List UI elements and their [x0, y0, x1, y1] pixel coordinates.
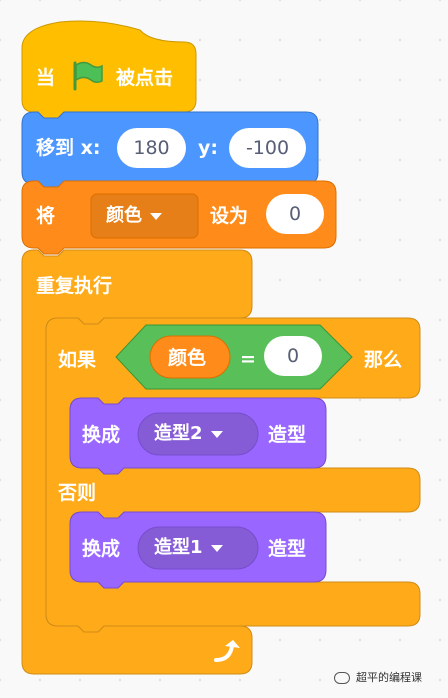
switch-to-label-1: 换成: [82, 424, 121, 446]
if-else-block[interactable]: [45, 317, 421, 633]
switch-to-label-2: 换成: [82, 538, 121, 560]
y-value-input[interactable]: -100: [229, 128, 306, 168]
green-flag-icon: [73, 61, 103, 91]
costume-name-2: 造型1: [154, 537, 203, 558]
then-label: 那么: [364, 349, 403, 371]
if-label: 如果: [58, 349, 97, 371]
condition-variable-label: 颜色: [168, 347, 207, 369]
else-label: 否则: [58, 482, 97, 504]
equals-label: =: [240, 348, 256, 370]
costume-suffix-2: 造型: [268, 538, 307, 560]
costume-dropdown-2[interactable]: [137, 526, 259, 570]
watermark: 超平的编程课: [334, 668, 422, 688]
loop-arrow-icon: [214, 640, 240, 662]
color-variable-reporter[interactable]: [149, 335, 231, 379]
set-value-input[interactable]: 0: [266, 194, 324, 234]
costume-suffix-1: 造型: [268, 424, 307, 446]
x-value-input[interactable]: 180: [117, 128, 186, 168]
when-label: 当: [36, 67, 56, 89]
clicked-label: 被点击: [116, 67, 174, 89]
goto-y-label: y:: [198, 137, 218, 159]
costume-name-1: 造型2: [154, 423, 203, 444]
costume-dropdown-1-content[interactable]: 造型2: [154, 413, 223, 455]
costume-dropdown-1[interactable]: [137, 412, 259, 456]
watermark-text: 超平的编程课: [356, 671, 422, 684]
set-label: 将: [36, 205, 56, 227]
goto-x-label: 移到 x:: [36, 137, 101, 159]
chat-icon: [334, 672, 350, 684]
forever-label: 重复执行: [36, 275, 113, 297]
variable-dropdown-label: 颜色: [106, 205, 142, 226]
costume-dropdown-2-content[interactable]: 造型1: [154, 527, 223, 569]
variable-dropdown-content[interactable]: 颜色: [106, 195, 162, 237]
dropdown-caret-icon: [150, 212, 162, 220]
dropdown-caret-icon: [210, 544, 223, 552]
variable-dropdown[interactable]: [90, 193, 199, 239]
condition-value-input[interactable]: 0: [264, 336, 322, 376]
set-to-label: 设为: [210, 205, 249, 227]
dropdown-caret-icon: [210, 430, 223, 438]
